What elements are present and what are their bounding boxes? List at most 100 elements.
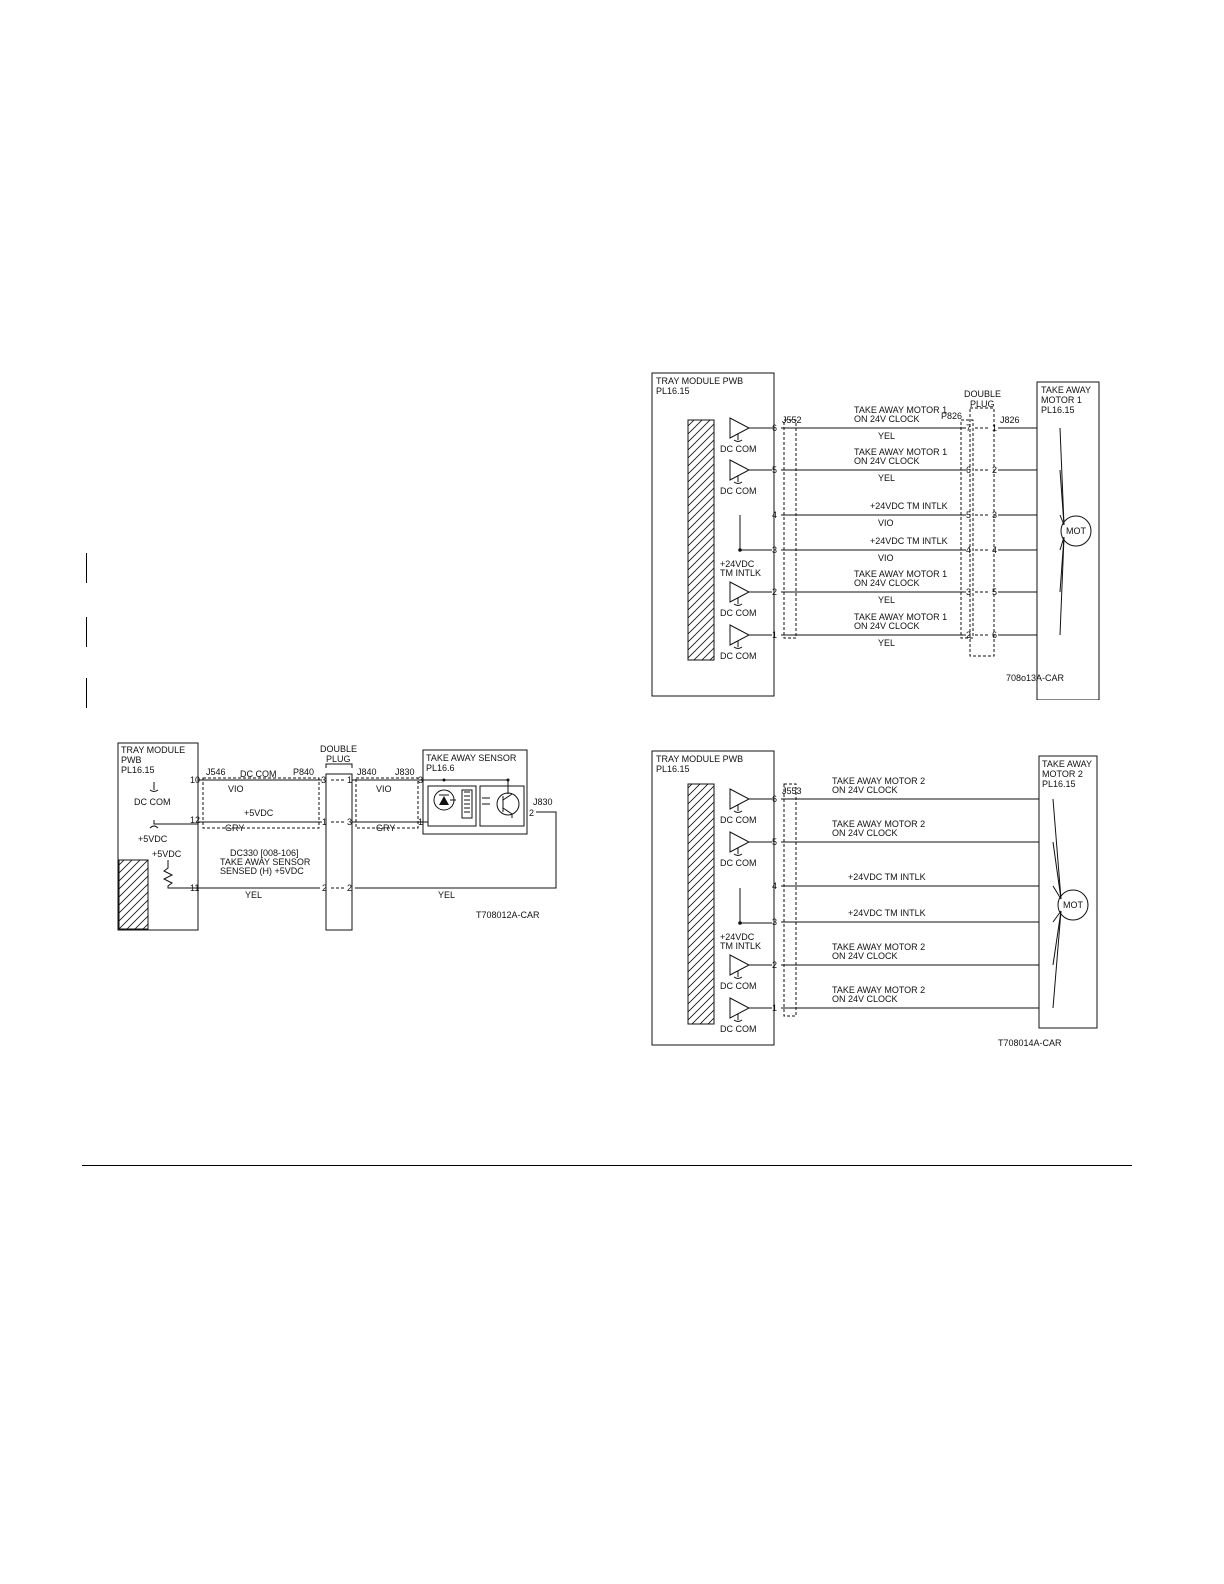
ground-symbol	[733, 971, 743, 979]
connector-label: J840	[357, 767, 377, 777]
motor-lead	[1052, 910, 1062, 1009]
plug-pin: 6	[966, 465, 971, 475]
pin-number: 6	[772, 794, 777, 804]
plug-pin: 2	[966, 630, 971, 640]
plug-pin: 2	[322, 883, 327, 893]
pin-number: 3	[772, 917, 777, 927]
sensor-internal-wiring	[421, 779, 509, 823]
plug-pin: 4	[966, 545, 971, 555]
plug-pin: 1	[992, 423, 997, 433]
signal-label: ON 24V CLOCK	[854, 578, 920, 588]
driver-icon	[729, 417, 751, 439]
plug-pin: 3	[321, 775, 326, 785]
plug-pin: 1	[322, 817, 327, 827]
intlk-label: TM INTLK	[720, 941, 761, 951]
cable-shield	[960, 419, 974, 639]
wire-color-label: YEL	[438, 890, 455, 900]
dc-com-label: DC COM	[720, 815, 757, 825]
wire-color-label: YEL	[878, 638, 895, 648]
pwb-hatched-block	[687, 783, 715, 1025]
plug-pin: 3	[347, 817, 352, 827]
intlk-jumper	[739, 515, 772, 551]
dc-com-label: DC COM	[720, 608, 757, 618]
motor-lead	[1052, 798, 1062, 900]
plug-pin: 5	[966, 510, 971, 520]
sensor-wiring-diagram: TRAY MODULE PWB PL16.15 DC COM +5VDC +5V…	[117, 742, 557, 931]
pwb-title: TRAY MODULE PWB	[656, 754, 743, 764]
pin-number: 5	[772, 465, 777, 475]
motor-icon	[1060, 515, 1092, 547]
pwb-box	[651, 750, 775, 1046]
change-bar	[86, 617, 87, 647]
connector-label: J546	[206, 767, 226, 777]
ground-symbol	[733, 434, 743, 442]
plug-pin: 1	[347, 775, 352, 785]
wire-color-label: VIO	[878, 518, 894, 528]
motor-lead	[1052, 885, 1062, 900]
double-plug-label: PLUG	[326, 754, 351, 764]
intlk-label: +24VDC	[720, 559, 755, 569]
driver-icon	[729, 459, 751, 481]
motor2-wiring-diagram: TRAY MODULE PWB PL16.15 J553 TAKE AWAY M…	[651, 750, 1098, 1048]
wire-color-label: VIO	[878, 553, 894, 563]
pin-number: 4	[772, 510, 777, 520]
signal-label: ON 24V CLOCK	[832, 828, 898, 838]
double-plug-body	[325, 773, 353, 931]
double-plug-label: DOUBLE	[964, 389, 1001, 399]
cable-shield	[783, 419, 797, 639]
sensor-title: PL16.6	[426, 763, 455, 773]
pwb-title: PL16.15	[656, 764, 690, 774]
signal-label: TAKE AWAY MOTOR 2	[832, 985, 925, 995]
wire-color-label: YEL	[878, 431, 895, 441]
ground-symbol	[733, 805, 743, 813]
motor-symbol: MOT	[1066, 526, 1086, 536]
motor-box	[1038, 755, 1098, 1029]
light-arrows	[450, 797, 490, 805]
wire-signal-label: TAKE AWAY SENSOR	[220, 857, 311, 867]
pin-number: 5	[772, 837, 777, 847]
dc-com-label: DC COM	[134, 797, 171, 807]
motor-title: PL16.15	[1042, 779, 1076, 789]
intlk-jumper	[739, 888, 772, 924]
figure-id: T708014A-CAR	[998, 1038, 1062, 1048]
ground-symbol	[733, 598, 743, 606]
emitter-box	[427, 785, 477, 827]
plus5vdc-label: +5VDC	[152, 849, 182, 859]
motor-icon	[1057, 889, 1089, 921]
double-plug-label: DOUBLE	[320, 744, 357, 754]
motor-lead	[1052, 910, 1062, 923]
signal-label: TAKE AWAY MOTOR 2	[832, 942, 925, 952]
wire-color-label: GRY	[225, 823, 244, 833]
driver-icon	[729, 581, 751, 603]
signal-label: TAKE AWAY MOTOR 2	[832, 819, 925, 829]
motor-title: MOTOR 1	[1041, 395, 1082, 405]
light-path-icon	[461, 789, 473, 819]
ground-symbol	[733, 476, 743, 484]
motor-lead	[1052, 841, 1062, 900]
figure-id: T708012A-CAR	[476, 910, 540, 920]
connector-label: J552	[782, 415, 802, 425]
dc-com-label: DC COM	[720, 486, 757, 496]
pwb-box	[117, 742, 199, 931]
signal-label: TAKE AWAY MOTOR 1	[854, 405, 947, 415]
wire-signal-label: DC330 [008-106]	[230, 848, 299, 858]
intlk-label: TM INTLK	[720, 568, 761, 578]
wire-color-label: YEL	[245, 890, 262, 900]
signal-label: TAKE AWAY MOTOR 1	[854, 569, 947, 579]
pin-number: 4	[772, 881, 777, 891]
plug-pin: 2	[347, 883, 352, 893]
plug-pin-links	[331, 779, 344, 889]
driver-icon	[729, 997, 751, 1019]
ground-symbol	[149, 782, 159, 792]
connector-label: J553	[782, 786, 802, 796]
pwb-box	[651, 372, 775, 697]
cable-shield	[783, 783, 797, 1017]
motor-lead	[1059, 536, 1065, 636]
signal-label: ON 24V CLOCK	[854, 414, 920, 424]
pin-number: 1	[772, 630, 777, 640]
pin-number: 1	[772, 1003, 777, 1013]
figure-id: 708o13A-CAR	[1006, 673, 1065, 683]
ground-symbol	[733, 848, 743, 856]
driver-icon	[729, 954, 751, 976]
